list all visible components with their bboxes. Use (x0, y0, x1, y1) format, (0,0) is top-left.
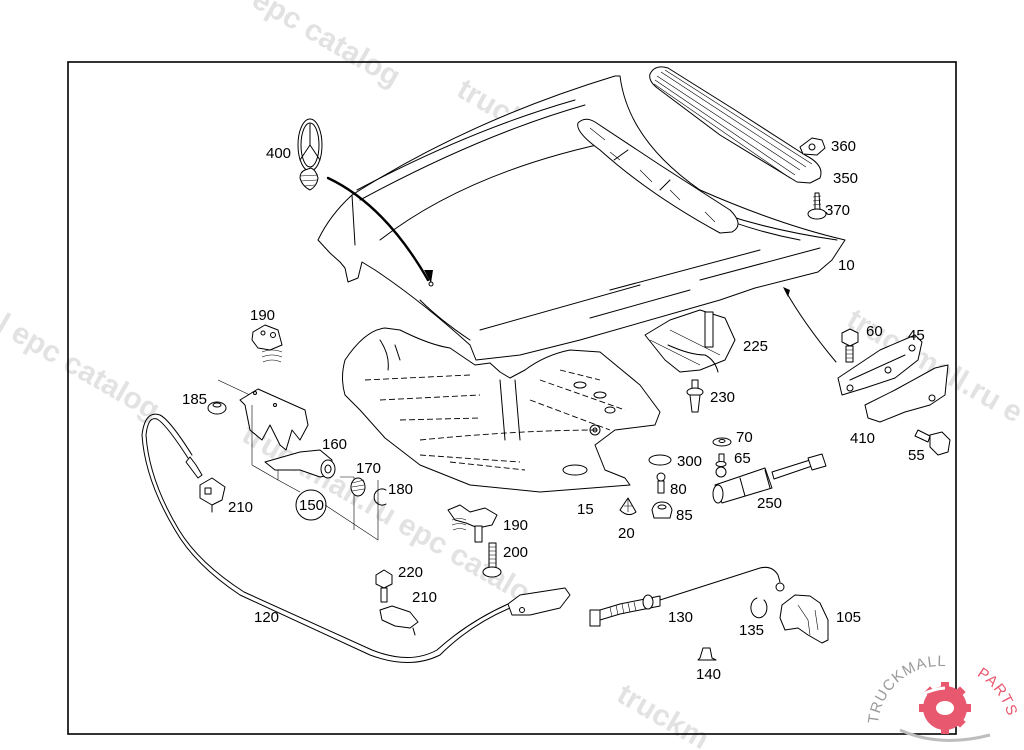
part-105-bracket[interactable] (779, 594, 829, 644)
callout-15[interactable]: 15 (577, 501, 594, 518)
callout-105[interactable]: 105 (836, 609, 861, 626)
part-45-hinge[interactable] (837, 334, 923, 396)
brand-name-part2: PARTS (974, 664, 1020, 718)
part-70-washer[interactable] (712, 437, 732, 447)
callout-400[interactable]: 400 (266, 145, 291, 162)
part-410-hinge-cover[interactable] (864, 364, 949, 423)
callout-150[interactable]: 150 (299, 497, 324, 514)
callout-190-lower[interactable]: 190 (503, 517, 528, 534)
hinge-arrow (784, 289, 837, 363)
part-80-ball-stud[interactable] (656, 472, 666, 494)
part-10-hood[interactable] (317, 75, 846, 361)
part-55-bolt[interactable] (914, 429, 951, 456)
part-180-clip[interactable] (373, 488, 387, 506)
release-handle[interactable] (507, 587, 571, 616)
part-60-bolt[interactable] (841, 328, 859, 363)
callout-410[interactable]: 410 (850, 430, 875, 447)
callout-60[interactable]: 60 (866, 323, 883, 340)
part-150-hood-lock-assembly[interactable] (239, 388, 336, 479)
callout-210-left[interactable]: 210 (228, 499, 253, 516)
part-140-clip[interactable] (697, 647, 717, 661)
watermark-text: epc catalog (247, 0, 406, 94)
part-135-circlip[interactable] (750, 597, 768, 619)
callout-65[interactable]: 65 (734, 450, 751, 467)
diagram-frame (67, 61, 957, 735)
callout-10[interactable]: 10 (838, 257, 855, 274)
callout-360[interactable]: 360 (831, 138, 856, 155)
part-230-rivet[interactable] (686, 379, 704, 413)
callout-120[interactable]: 120 (254, 609, 279, 626)
callout-labels: 10 15 20 45 55 60 65 70 80 85 105 120 13… (182, 138, 925, 683)
part-15-insulation-mat[interactable] (342, 327, 661, 493)
part-370-screw[interactable] (807, 192, 827, 220)
part-210-clip-lower[interactable] (379, 605, 419, 636)
watermark-text: truckm (612, 677, 715, 750)
part-210-clip-left[interactable] (199, 477, 226, 513)
part-170-spring[interactable] (350, 477, 366, 497)
callout-370[interactable]: 370 (825, 202, 850, 219)
callout-200[interactable]: 200 (503, 544, 528, 561)
callout-130[interactable]: 130 (668, 609, 693, 626)
callout-45[interactable]: 45 (908, 327, 925, 344)
callout-80[interactable]: 80 (670, 481, 687, 498)
part-200-bolt[interactable] (482, 542, 502, 578)
part-225-insulation-piece[interactable] (644, 309, 736, 373)
watermark-text: l epc catalog (0, 307, 165, 426)
callout-250[interactable]: 250 (757, 495, 782, 512)
callout-230[interactable]: 230 (710, 389, 735, 406)
hinge-arrow-head (783, 287, 790, 297)
gear-icon (903, 682, 971, 734)
callout-55[interactable]: 55 (908, 447, 925, 464)
callout-300[interactable]: 300 (677, 453, 702, 470)
part-190-latch-catch-upper[interactable] (251, 324, 283, 363)
callout-190-upper[interactable]: 190 (250, 307, 275, 324)
callout-140[interactable]: 140 (696, 666, 721, 683)
part-85-grommet[interactable] (651, 501, 673, 519)
part-185-grommet[interactable] (207, 401, 227, 415)
logo-swoosh (899, 728, 991, 742)
part-120-release-cable[interactable] (141, 413, 511, 663)
callout-210-lower[interactable]: 210 (412, 589, 437, 606)
part-20-clip[interactable] (619, 497, 637, 516)
part-150-callout-circle (295, 489, 327, 521)
callout-170[interactable]: 170 (356, 460, 381, 477)
callout-135[interactable]: 135 (739, 622, 764, 639)
group-bracket-lines (251, 405, 379, 541)
callout-185[interactable]: 185 (182, 391, 207, 408)
emblem-arrow (326, 176, 434, 287)
part-300-seal-ring[interactable] (648, 454, 672, 466)
callout-220[interactable]: 220 (398, 564, 423, 581)
callout-70[interactable]: 70 (736, 429, 753, 446)
callout-180[interactable]: 180 (388, 481, 413, 498)
callout-225[interactable]: 225 (743, 338, 768, 355)
callout-85[interactable]: 85 (676, 507, 693, 524)
part-65-ball-stud[interactable] (715, 453, 727, 478)
part-350-vent-trim[interactable] (649, 66, 822, 184)
leader-line (217, 379, 251, 396)
part-360-clip[interactable] (799, 137, 826, 156)
brand-logo: TRUCKMALL PARTS (865, 653, 1020, 742)
part-190-latch-catch-lower[interactable] (447, 504, 498, 543)
callout-160[interactable]: 160 (322, 436, 347, 453)
part-400-emblem[interactable] (297, 118, 323, 191)
part-220-bolt[interactable] (375, 569, 393, 603)
callout-20[interactable]: 20 (618, 525, 635, 542)
part-130-cable[interactable] (589, 566, 785, 627)
callout-350[interactable]: 350 (833, 170, 858, 187)
part-250-gas-strut[interactable] (712, 453, 827, 504)
